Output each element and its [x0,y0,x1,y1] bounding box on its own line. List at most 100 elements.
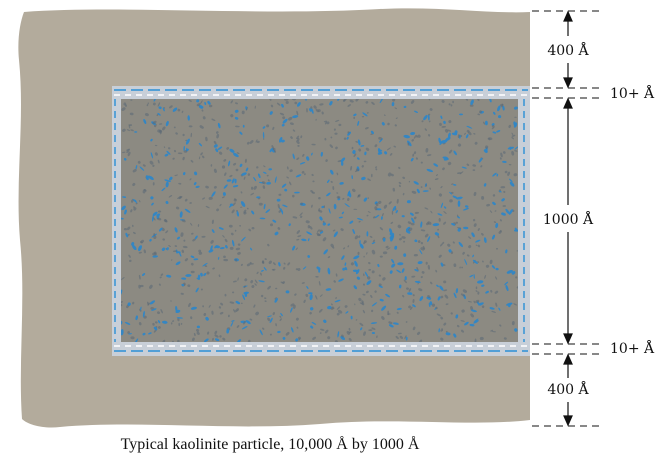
texture-speckle [198,105,204,109]
texture-speckle [498,307,501,311]
texture-speckle [452,241,455,244]
texture-speckle [341,334,344,338]
texture-speckle [356,157,360,160]
texture-speckle [201,235,206,238]
texture-speckle [332,229,336,232]
texture-speckle [318,196,321,200]
texture-speckle [169,176,173,181]
texture-speckle [160,308,163,314]
texture-speckle [353,255,360,260]
texture-speckle [472,254,475,258]
texture-speckle [297,144,300,147]
texture-speckle [149,284,153,289]
texture-speckle [347,131,351,136]
texture-speckle [500,186,506,189]
texture-speckle [322,222,326,226]
texture-speckle [490,289,493,293]
texture-speckle [261,181,266,185]
texture-speckle [296,140,300,144]
texture-speckle [451,223,456,226]
texture-speckle [375,166,378,169]
texture-speckle [126,226,131,231]
texture-speckle [234,116,239,120]
texture-speckle [361,300,364,303]
texture-speckle [202,262,208,267]
texture-speckle [402,192,405,196]
texture-speckle [266,181,271,185]
texture-speckle [153,326,158,331]
texture-speckle [158,227,163,232]
texture-speckle [274,298,278,303]
texture-speckle [413,253,418,257]
texture-speckle [470,306,474,311]
texture-speckle [337,196,341,199]
texture-speckle [307,224,311,229]
texture-speckle [270,223,273,227]
texture-speckle [178,322,181,327]
texture-speckle [183,150,188,153]
texture-speckle [154,152,158,156]
texture-speckle [184,198,188,202]
texture-speckle [338,123,342,127]
texture-speckle [126,149,130,153]
texture-speckle [131,242,135,246]
texture-speckle [426,168,434,173]
texture-speckle [367,211,371,213]
texture-speckle [241,236,246,242]
texture-speckle [421,120,424,123]
texture-speckle [150,138,153,142]
texture-speckle [479,110,482,114]
texture-speckle [163,219,168,223]
texture-speckle [132,182,136,187]
texture-speckle [514,227,518,232]
texture-speckle [323,319,327,323]
texture-speckle [157,326,161,329]
texture-speckle [233,309,236,313]
texture-speckle [379,227,384,231]
texture-speckle [483,149,488,153]
texture-speckle [203,272,207,277]
texture-speckle [412,299,415,303]
texture-speckle [435,306,438,310]
texture-speckle [164,179,171,183]
texture-speckle [448,249,452,253]
texture-speckle [128,254,131,258]
texture-speckle [211,191,216,197]
texture-speckle [174,227,178,233]
texture-speckle [196,328,200,332]
texture-speckle [214,245,218,249]
texture-speckle [269,111,273,115]
texture-speckle [221,165,226,169]
texture-speckle [250,247,253,251]
texture-speckle [142,332,146,336]
texture-speckle [420,221,423,228]
texture-speckle [370,309,374,313]
texture-speckle [157,102,161,107]
texture-speckle [232,202,236,206]
texture-speckle [500,152,503,158]
texture-speckle [413,134,417,139]
texture-speckle [218,151,223,155]
texture-speckle [470,309,477,313]
texture-speckle [381,122,385,126]
texture-speckle [153,99,156,102]
texture-speckle [326,192,331,197]
texture-speckle [122,196,127,198]
texture-speckle [200,152,203,156]
texture-speckle [366,214,369,217]
texture-speckle [402,294,405,298]
texture-speckle [170,300,172,302]
texture-speckle [505,208,510,215]
texture-speckle [285,290,290,294]
texture-speckle [176,317,184,319]
texture-speckle [336,172,339,176]
texture-speckle [175,305,178,312]
texture-speckle [434,232,440,236]
texture-speckle [233,152,239,158]
texture-speckle [275,287,278,290]
texture-speckle [217,256,220,260]
texture-speckle [355,99,359,102]
texture-speckle [185,139,188,142]
texture-speckle [316,229,320,233]
texture-speckle [439,285,444,291]
